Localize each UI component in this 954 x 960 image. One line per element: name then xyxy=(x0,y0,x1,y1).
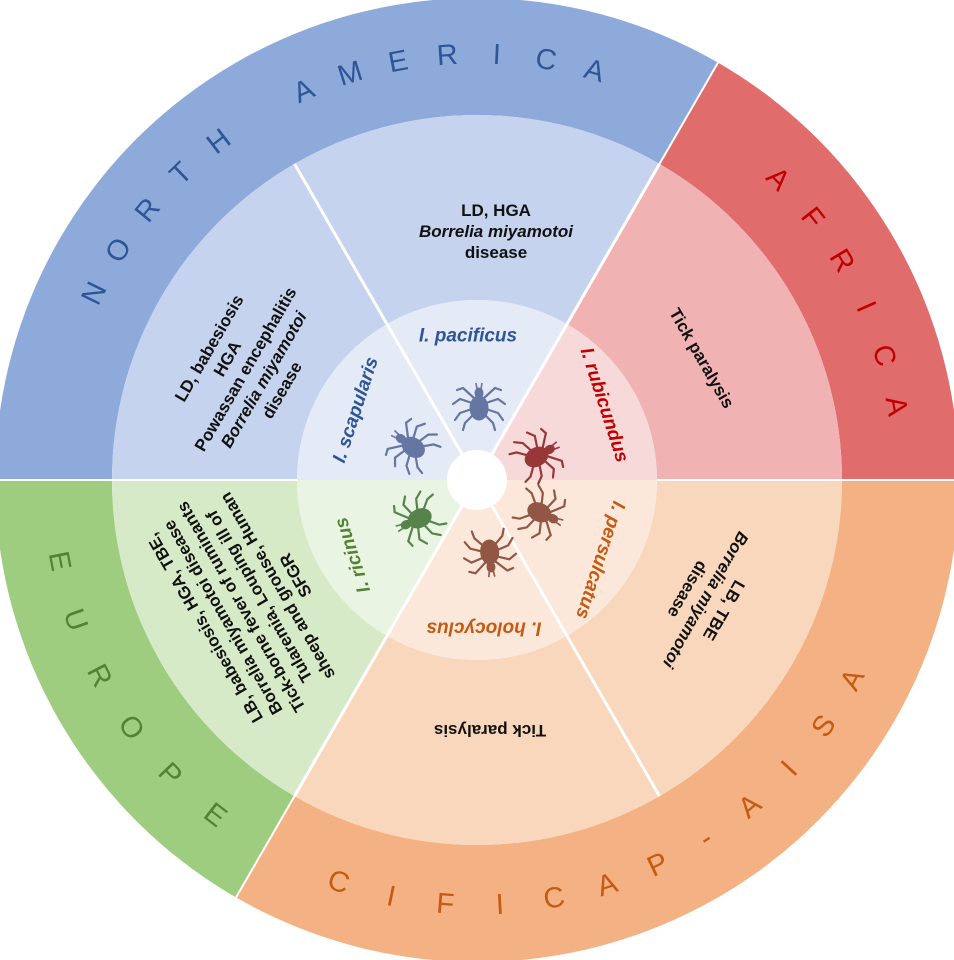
region-letter-asia-pacific: F xyxy=(435,888,455,921)
disease-holocyclus: Tick paralysis xyxy=(434,721,546,740)
disease-sector-holocyclus xyxy=(294,635,660,845)
divider-line xyxy=(235,795,296,898)
species-sector-pacificus xyxy=(387,300,567,455)
region-africa-sector xyxy=(659,62,954,480)
region-letter-north-america: I xyxy=(492,39,502,71)
divider-line xyxy=(490,505,661,797)
divider-line xyxy=(490,163,661,455)
disease-sector-persulcatus xyxy=(567,480,842,797)
region-letter-asia-pacific: I xyxy=(495,889,505,921)
disease-pacificus-line2: Borrelia miyamotoi xyxy=(419,222,574,241)
region-north-america-sector xyxy=(0,0,718,480)
sector-dividers xyxy=(0,62,954,898)
disease-holocyclus-line1: Tick paralysis xyxy=(434,721,546,740)
species-label-holocyclus: I. holocyclus xyxy=(426,618,541,639)
disease-sector-ricinus xyxy=(112,480,387,797)
species-label-pacificus: I. pacificus xyxy=(419,326,517,347)
disease-sector-rubicundus xyxy=(567,163,843,480)
disease-pacificus-line3: disease xyxy=(465,243,527,262)
region-letter-north-america: R xyxy=(436,39,459,72)
disease-sector-scapularis xyxy=(112,163,387,480)
center-hole xyxy=(447,450,507,510)
region-letter-north-america: C xyxy=(533,43,559,78)
region-asia-pacific-sector xyxy=(236,480,954,960)
region-europe-sector xyxy=(0,480,295,898)
disease-sector-pacificus xyxy=(294,114,660,325)
disease-pacificus-line1: LD, HGA xyxy=(461,201,531,220)
divider-line xyxy=(293,505,464,797)
species-sector-rubicundus xyxy=(492,324,657,480)
disease-ring xyxy=(112,114,843,845)
species-sector-holocyclus xyxy=(387,505,567,660)
divider-line xyxy=(293,163,464,455)
disease-pacificus: LD, HGA Borrelia miyamotoi disease xyxy=(419,201,574,262)
divider-line xyxy=(658,62,719,165)
